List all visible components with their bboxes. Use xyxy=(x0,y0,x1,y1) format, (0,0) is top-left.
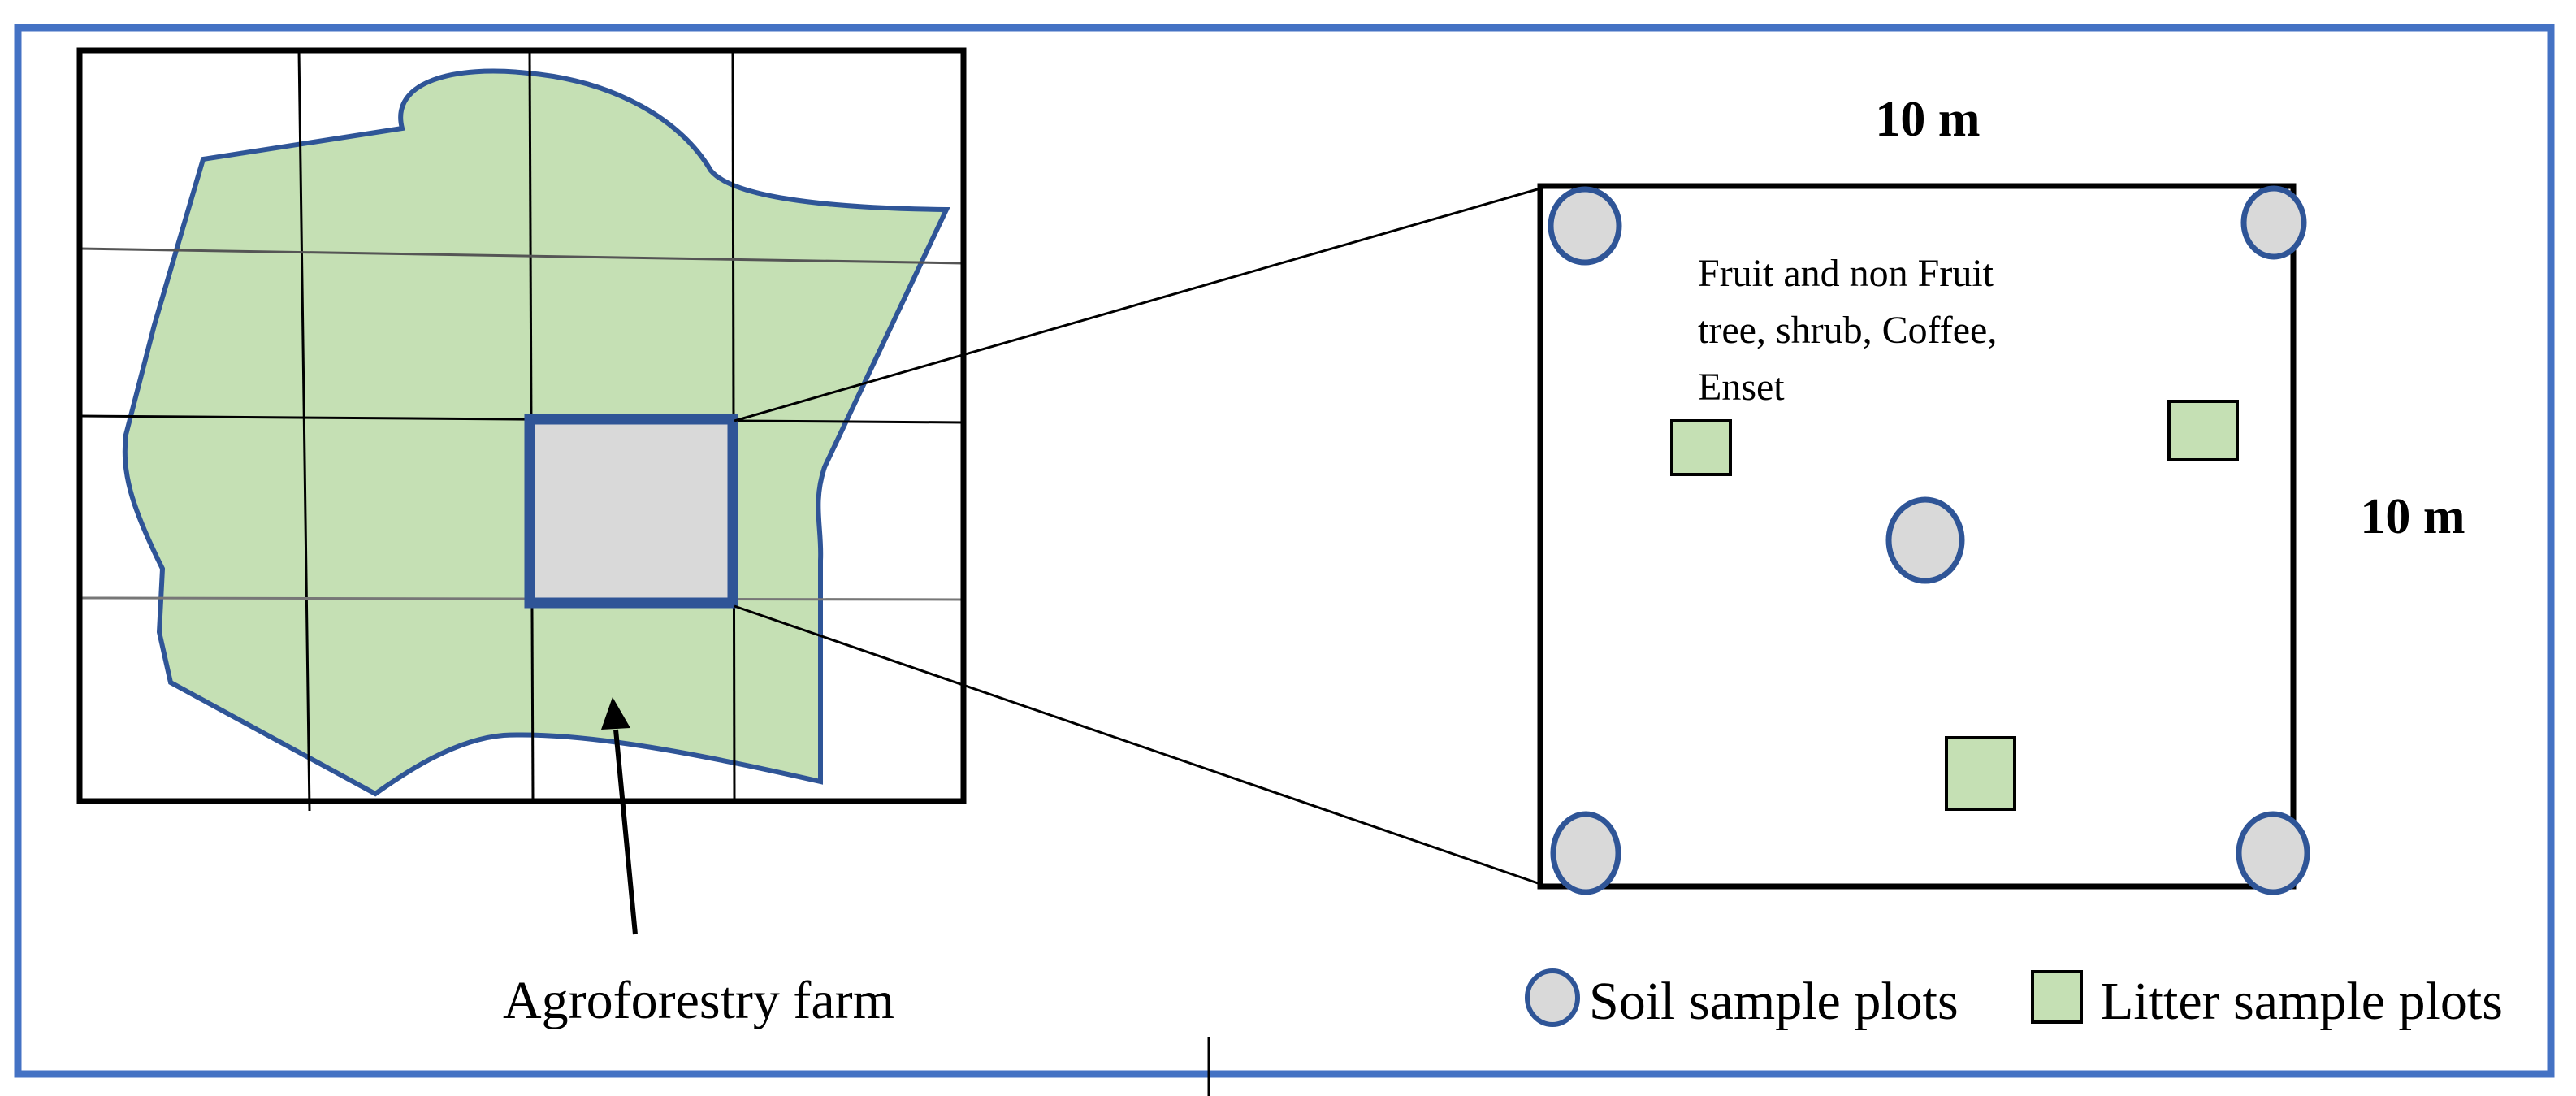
litter-sample-plot xyxy=(1945,736,2016,811)
soil-sample-plot xyxy=(1550,811,1621,895)
zoom-line-top xyxy=(734,187,1541,422)
plot-description-line: Fruit and non Fruit xyxy=(1698,252,1994,295)
litter-sample-plots xyxy=(1670,400,2239,811)
farm-map-border xyxy=(76,47,967,804)
legend-soil-label: Soil sample plots xyxy=(1589,972,1959,1031)
grid-line xyxy=(79,414,964,424)
legend: Soil sample plots Litter sample plots xyxy=(1525,968,2503,1031)
litter-sample-plot xyxy=(1670,419,1732,476)
plot-description-line: Enset xyxy=(1698,366,1785,409)
legend-soil-icon xyxy=(1525,968,1580,1027)
outer-frame xyxy=(14,24,2555,1078)
legend-litter-icon xyxy=(2031,970,2083,1024)
selected-plot-highlight xyxy=(524,414,738,609)
litter-sample-plot xyxy=(2167,400,2239,461)
legend-litter-label: Litter sample plots xyxy=(2101,972,2503,1031)
grid-line xyxy=(79,247,964,265)
grid-line xyxy=(79,596,964,601)
farm-label: Agroforestry farm xyxy=(503,971,894,1030)
plot-height-label: 10 m xyxy=(2360,489,2465,544)
farm-arrow-shaft xyxy=(613,729,638,935)
soil-sample-plot xyxy=(1885,496,1965,584)
plot-description: Fruit and non Fruit tree, shrub, Coffee,… xyxy=(1698,252,2007,409)
soil-sample-plot xyxy=(2240,185,2307,260)
soil-sample-plot xyxy=(1548,186,1622,266)
soil-sample-plot xyxy=(2236,811,2310,895)
farm-panel: Agroforestry farm xyxy=(76,47,967,1030)
grid-line xyxy=(297,50,311,812)
plot-width-label: 10 m xyxy=(1875,92,1980,147)
soil-sample-plots xyxy=(1548,185,2310,895)
plot-description-line: tree, shrub, Coffee, xyxy=(1698,309,1997,352)
plot-panel: 10 m 10 m Fruit and non Fruit tree, shru… xyxy=(1537,92,2466,895)
farm-arrow-head xyxy=(601,697,630,730)
zoom-line-bottom xyxy=(734,604,1541,886)
